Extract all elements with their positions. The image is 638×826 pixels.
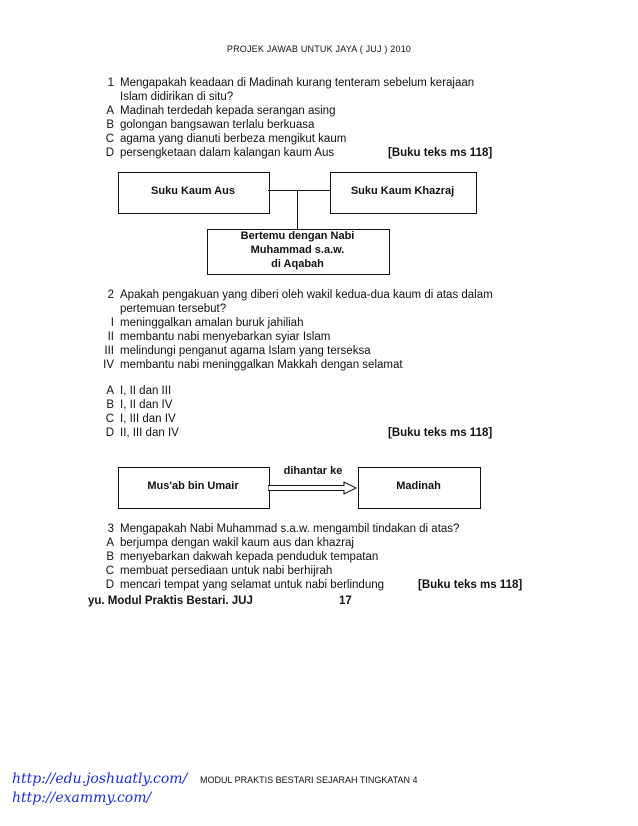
q1-reference: [Buku teks ms 118] bbox=[388, 147, 493, 159]
q2-statement-iii-label: III bbox=[104, 345, 114, 357]
q3-reference: [Buku teks ms 118] bbox=[418, 579, 523, 591]
q2-option-a-text: I, II dan III bbox=[120, 385, 172, 397]
q1-option-a-text: Madinah terdedah kepada serangan asing bbox=[120, 105, 336, 117]
q2-statement-iv-text: membantu nabi meninggalkan Makkah dengan… bbox=[120, 359, 403, 371]
diagram2-right-label: Madinah bbox=[396, 480, 441, 492]
q2-statement-i-label: I bbox=[110, 317, 114, 329]
module-footer-label: yu. Modul Praktis Bestari. JUJ bbox=[88, 595, 253, 607]
diagram1-bottom-line1: Bertemu dengan Nabi bbox=[240, 230, 355, 242]
q1-number: 1 bbox=[107, 77, 114, 89]
q1-option-c-label: C bbox=[105, 133, 114, 145]
q3-option-c-label: C bbox=[105, 565, 114, 577]
diagram1-bottom-line3: di Aqabah bbox=[271, 258, 324, 270]
q1-option-b-label: B bbox=[106, 119, 114, 131]
q3-number: 3 bbox=[107, 523, 114, 535]
diagram2-left-label: Mus'ab bin Umair bbox=[147, 480, 239, 492]
q3-option-b-text: menyebarkan dakwah kepada penduduk tempa… bbox=[120, 551, 379, 563]
q2-option-b-label: B bbox=[106, 399, 114, 411]
q1-text-line1: Mengapakah keadaan di Madinah kurang ten… bbox=[120, 77, 475, 89]
q3-option-a-text: berjumpa dengan wakil kaum aus dan khazr… bbox=[120, 537, 354, 549]
q3-text-line1: Mengapakah Nabi Muhammad s.a.w. mengambi… bbox=[120, 523, 460, 535]
watermark-url-joshuatly[interactable]: http://edu.joshuatly.com/ bbox=[12, 771, 188, 787]
q2-option-c-text: I, III dan IV bbox=[120, 413, 176, 425]
diagram2-left-box bbox=[118, 467, 270, 509]
q2-number: 2 bbox=[107, 289, 114, 301]
q2-statement-ii-text: membantu nabi menyebarkan syiar Islam bbox=[120, 331, 331, 343]
q1-option-d-label: D bbox=[105, 147, 114, 159]
q2-option-b-text: I, II dan IV bbox=[120, 399, 173, 411]
diagram1-right-box bbox=[330, 172, 477, 214]
diagram1-right-label: Suku Kaum Khazraj bbox=[350, 185, 455, 197]
q2-text-line1: Apakah pengakuan yang diberi oleh wakil … bbox=[120, 289, 493, 301]
diagram1-bottom-box bbox=[207, 229, 390, 275]
q3-option-a-label: A bbox=[106, 537, 114, 549]
q2-text-line2: pertemuan tersebut? bbox=[120, 303, 227, 315]
q1-option-c-text: agama yang dianuti berbeza mengikut kaum bbox=[120, 133, 347, 145]
q2-option-d-text: II, III dan IV bbox=[120, 427, 179, 439]
q2-reference: [Buku teks ms 118] bbox=[388, 427, 493, 439]
q2-option-d-label: D bbox=[105, 427, 114, 439]
q2-statement-iv-label: IV bbox=[103, 359, 114, 371]
diagram1-left-label: Suku Kaum Aus bbox=[151, 185, 235, 197]
diagram2-arrow-label: dihantar ke bbox=[283, 465, 343, 477]
diagram1-connector-horizontal bbox=[268, 190, 330, 191]
q1-text-line2: Islam didirikan di situ? bbox=[120, 91, 234, 103]
diagram2-arrow bbox=[268, 481, 358, 495]
page-header: PROJEK JAWAB UNTUK JAYA ( JUJ ) 2010 bbox=[226, 44, 412, 54]
q2-statement-ii-label: II bbox=[107, 331, 114, 343]
diagram1-bottom-line2: Muhammad s.a.w. bbox=[250, 244, 345, 256]
q2-option-c-label: C bbox=[105, 413, 114, 425]
diagram1-connector-vertical bbox=[297, 190, 298, 229]
q3-option-b-label: B bbox=[106, 551, 114, 563]
diagram1-left-box bbox=[118, 172, 270, 214]
q1-option-a-label: A bbox=[106, 105, 114, 117]
q3-option-d-text: mencari tempat yang selamat untuk nabi b… bbox=[120, 579, 385, 591]
diagram2-right-box bbox=[358, 467, 481, 509]
q2-statement-i-text: meninggalkan amalan buruk jahiliah bbox=[120, 317, 304, 329]
watermark-url-exammy[interactable]: http://exammy.com/ bbox=[12, 790, 152, 806]
q2-option-a-label: A bbox=[106, 385, 114, 397]
module-title-footer: MODUL PRAKTIS BESTARI SEJARAH TINGKATAN … bbox=[200, 775, 418, 785]
q1-option-b-text: golongan bangsawan terlalu berkuasa bbox=[120, 119, 315, 131]
q3-option-c-text: membuat persediaan untuk nabi berhijrah bbox=[120, 565, 333, 577]
q2-statement-iii-text: melindungi penganut agama Islam yang ter… bbox=[120, 345, 371, 357]
q1-option-d-text: persengketaan dalam kalangan kaum Aus bbox=[120, 147, 335, 159]
q3-option-d-label: D bbox=[105, 579, 114, 591]
page-number: 17 bbox=[339, 595, 352, 607]
